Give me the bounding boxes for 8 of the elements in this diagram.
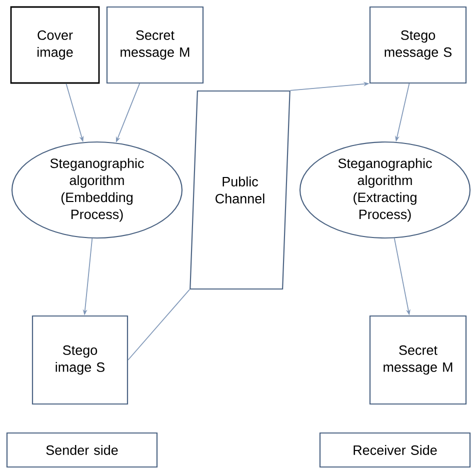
output-box: Stego image S — [32, 315, 128, 405]
side-label-box: Receiver Side — [319, 432, 471, 468]
input-box: Cover image — [10, 6, 100, 84]
input-box: Secret message M — [106, 6, 204, 84]
side-label-box: Sender side — [6, 432, 158, 468]
channel-parallelogram: Public Channel — [190, 90, 290, 290]
output-box: Stego message S — [369, 6, 467, 84]
output-box: Secret message M — [369, 315, 467, 405]
